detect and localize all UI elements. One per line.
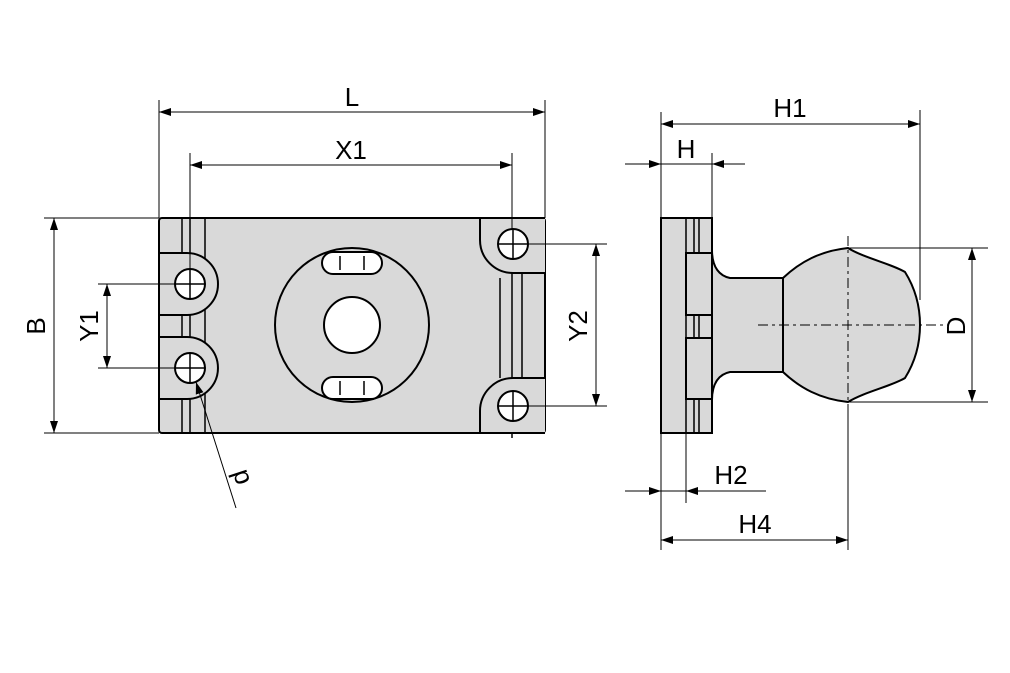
label-D: D [941, 317, 971, 336]
label-B: B [21, 317, 51, 334]
label-X1: X1 [335, 135, 367, 165]
upper-slot [321, 251, 383, 275]
side-view: H1 H D H2 H4 [625, 93, 988, 550]
label-L: L [345, 82, 359, 112]
front-view: L X1 B Y1 Y2 d [21, 82, 607, 509]
hole-right-lower [497, 390, 529, 422]
label-H2: H2 [714, 460, 747, 490]
label-H1: H1 [773, 93, 806, 123]
hole-left-upper [174, 268, 206, 300]
lower-slot [321, 376, 383, 400]
side-step-upper [685, 252, 713, 316]
hole-right-upper [497, 228, 529, 260]
label-H4: H4 [738, 509, 771, 539]
hole-left-lower [174, 352, 206, 384]
label-Y2: Y2 [563, 310, 593, 342]
central-bore [323, 296, 381, 354]
leader-line-d [195, 381, 237, 509]
side-step-lower [685, 337, 713, 400]
label-d: d [223, 466, 256, 489]
label-H: H [677, 134, 696, 164]
label-Y1: Y1 [74, 310, 104, 342]
